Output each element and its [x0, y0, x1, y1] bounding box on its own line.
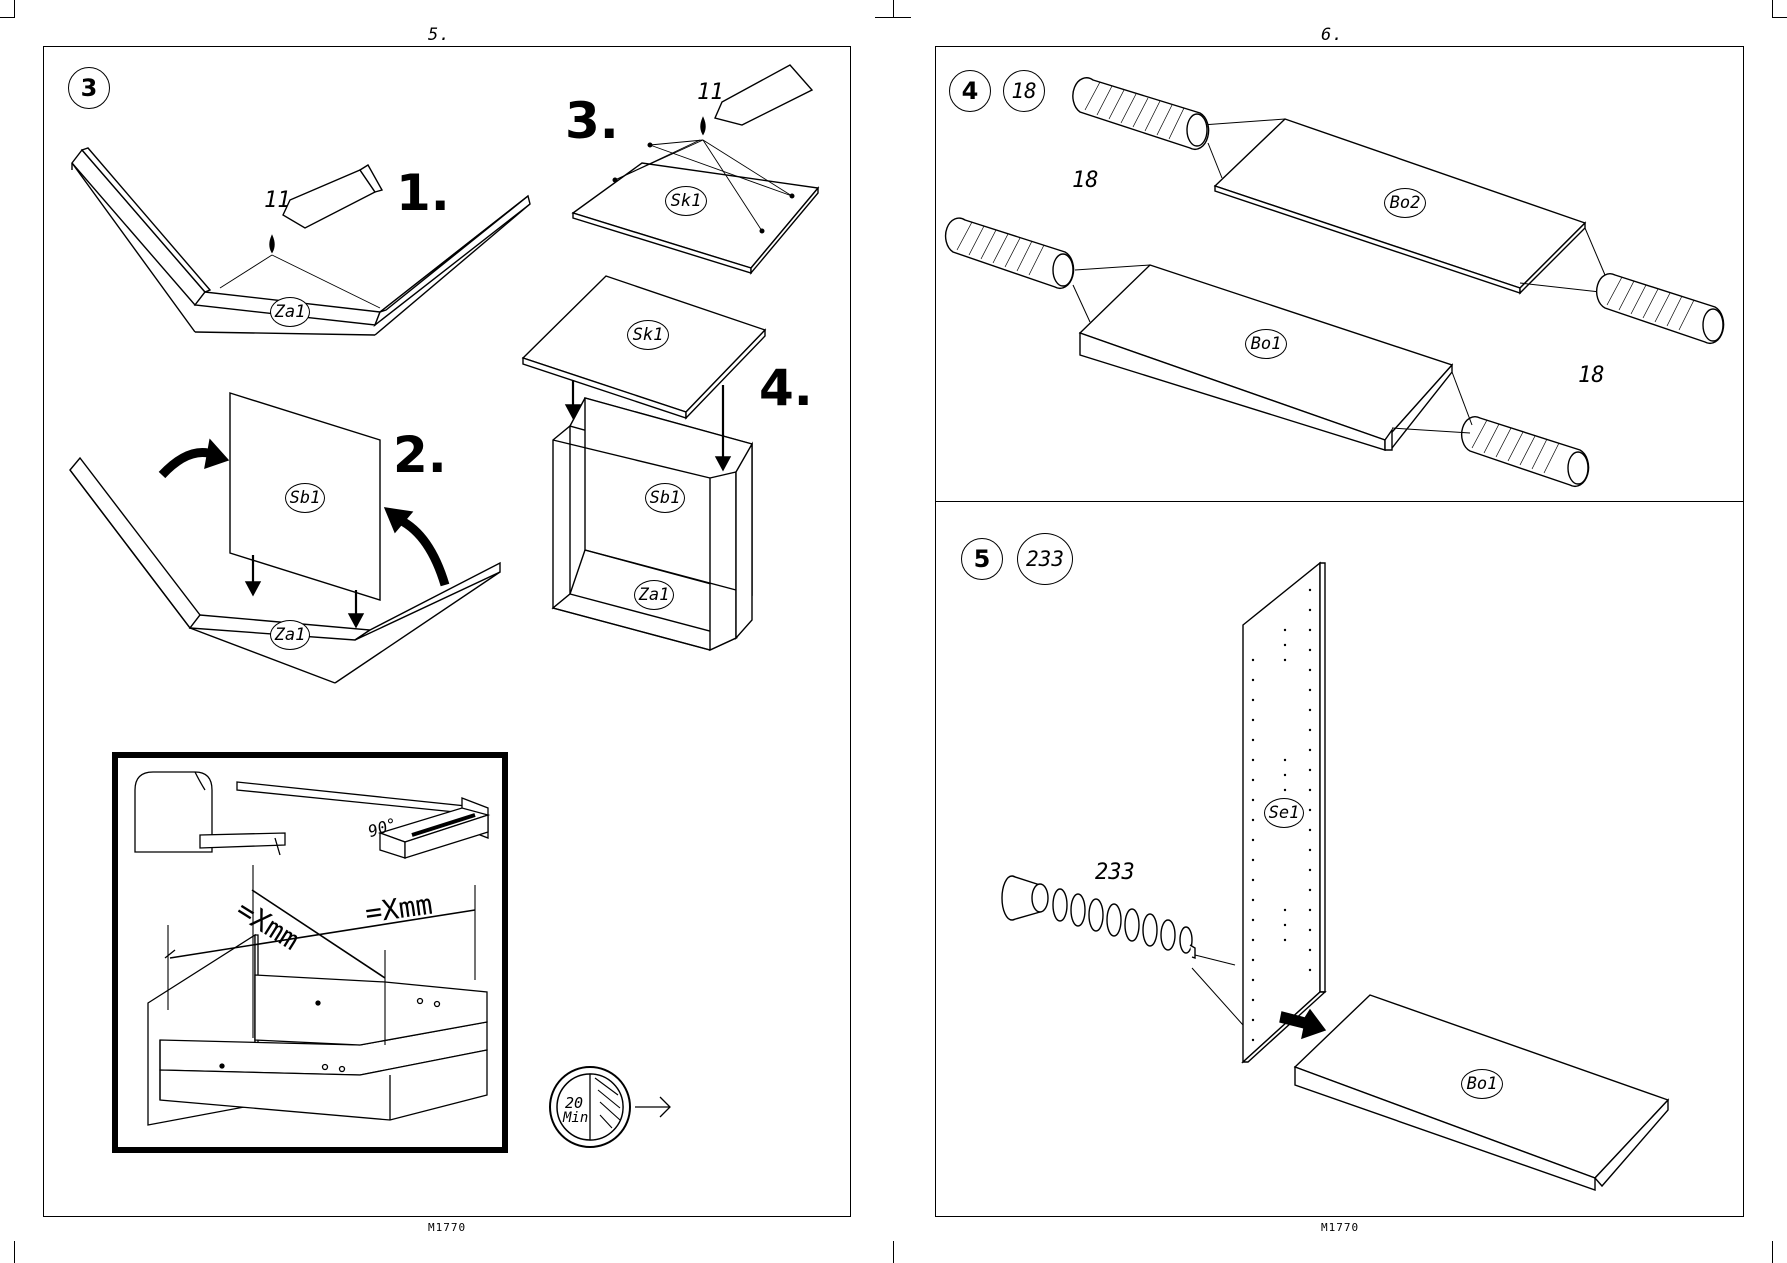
- dowel-icon: [1460, 416, 1590, 488]
- connector-screw-icon: [1001, 875, 1196, 959]
- step-4-qty-circle: 18: [1003, 70, 1045, 112]
- connector-qty-label: 233: [1095, 860, 1135, 885]
- crop-mark: [0, 17, 14, 18]
- part-label-za1: Za1: [634, 580, 674, 610]
- dowel-icon: [944, 217, 1075, 290]
- dowel-icon: [1072, 77, 1210, 151]
- step-3-circle: 3: [68, 67, 110, 109]
- part-label-sb1: Sb1: [285, 483, 325, 513]
- crop-mark: [875, 17, 911, 18]
- crop-mark: [1772, 1241, 1773, 1263]
- step-5-circle: 5: [961, 538, 1003, 580]
- part-label-bo1: Bo1: [1461, 1069, 1503, 1099]
- glue-ref-label: 11: [264, 188, 291, 213]
- left-doc-code: M1770: [428, 1221, 467, 1234]
- right-page-frame: [935, 46, 1744, 1217]
- crop-mark: [893, 1241, 894, 1263]
- part-label-bo1: Bo1: [1245, 329, 1287, 359]
- part-label-bo2: Bo2: [1384, 188, 1426, 218]
- part-label-za1: Za1: [270, 297, 310, 327]
- crop-mark: [1773, 17, 1787, 18]
- dowel-icon: [1595, 273, 1725, 345]
- substep-2-label: 2.: [393, 426, 447, 484]
- part-label-se1: Se1: [1264, 798, 1304, 828]
- right-doc-code: M1770: [1321, 1221, 1360, 1234]
- timer-value: 20: [565, 1094, 584, 1112]
- substep-3-label: 3.: [565, 92, 619, 150]
- left-page-number: 5.: [428, 25, 451, 45]
- right-page-number: 6.: [1321, 25, 1344, 45]
- substep-4-label: 4.: [759, 359, 813, 417]
- timer-unit: Min: [563, 1110, 589, 1126]
- part-label-za1: Za1: [270, 620, 310, 650]
- crop-mark: [14, 1241, 15, 1263]
- substep-1-label: 1.: [396, 164, 450, 222]
- dowel-qty-label: 18: [1072, 168, 1099, 193]
- part-label-sb1: Sb1: [645, 483, 685, 513]
- crop-mark: [1772, 0, 1773, 18]
- right-page-divider: [935, 501, 1744, 502]
- part-label-sk1: Sk1: [627, 320, 669, 350]
- dowel-qty-label: 18: [1578, 363, 1605, 388]
- step-4-circle: 4: [949, 70, 991, 112]
- crop-mark: [14, 0, 15, 18]
- left-page-frame: [43, 46, 851, 1217]
- step-5-qty-circle: 233: [1017, 533, 1073, 585]
- left-page-illustrations: [69, 64, 820, 1153]
- glue-ref-label: 11: [697, 80, 724, 105]
- crop-mark: [893, 0, 894, 18]
- part-label-sk1: Sk1: [665, 186, 707, 216]
